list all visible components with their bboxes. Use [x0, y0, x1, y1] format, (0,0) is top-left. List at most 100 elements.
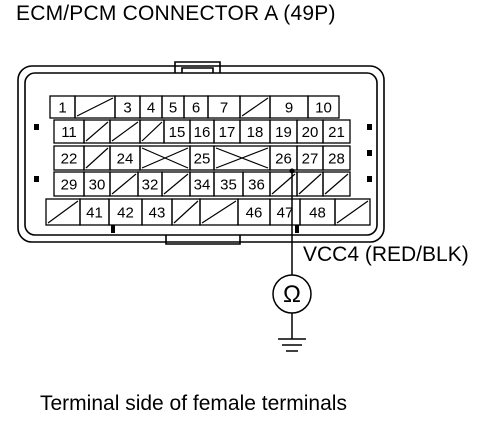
connector-housing — [17, 61, 385, 245]
terminal-46: 46 — [237, 198, 271, 226]
blank-cavity-slash — [241, 97, 269, 117]
terminal-number: 24 — [117, 151, 134, 168]
blank-cavity-slash — [201, 200, 237, 224]
top-latch — [174, 61, 221, 73]
terminal-16: 16 — [189, 119, 215, 144]
blank-cavity-slash — [173, 200, 199, 224]
terminal-number: 46 — [246, 205, 263, 222]
terminal-36: 36 — [242, 171, 271, 197]
terminal-blank — [296, 171, 324, 197]
terminal-blank — [239, 95, 271, 119]
probe-wire — [272, 171, 312, 352]
terminal-blank — [74, 95, 116, 119]
terminal-cavity-x — [139, 145, 191, 171]
terminal-48: 48 — [299, 198, 336, 226]
terminal-cell — [307, 95, 340, 119]
bottom-key — [165, 235, 241, 245]
terminal-32: 32 — [137, 171, 163, 197]
top-latch-inner — [181, 67, 214, 73]
terminal-3: 3 — [114, 95, 141, 119]
terminal-blank — [269, 171, 298, 197]
terminal-10: 10 — [307, 95, 340, 119]
terminal-34: 34 — [189, 171, 215, 197]
wire-label: VCC4 (RED/BLK) — [303, 243, 469, 266]
terminal-number: 30 — [89, 177, 106, 194]
blank-cavity-slash — [163, 173, 189, 195]
terminal-number: 1 — [58, 100, 66, 117]
terminal-cell — [334, 198, 371, 226]
blank-cavity-slash — [324, 173, 349, 195]
terminal-number: 21 — [328, 124, 345, 141]
terminal-number: 41 — [86, 205, 103, 222]
terminal-number: 35 — [220, 177, 237, 194]
diagram-title: ECM/PCM CONNECTOR A (49P) — [16, 2, 336, 25]
terminal-number: 22 — [61, 151, 78, 168]
terminal-number: 6 — [192, 100, 200, 117]
terminal-number: 15 — [169, 124, 186, 141]
blank-cavity-slash — [111, 121, 139, 142]
terminal-27: 27 — [296, 145, 324, 171]
wire-junction — [289, 168, 295, 174]
blank-cavity-slash — [271, 173, 296, 195]
terminal-cell — [322, 171, 351, 197]
terminal-number: 48 — [309, 205, 326, 222]
terminal-blank — [171, 198, 201, 226]
terminal-number: 28 — [328, 151, 345, 168]
terminal-22: 22 — [53, 145, 85, 171]
housing-outer — [17, 65, 385, 243]
terminal-29: 29 — [53, 171, 85, 197]
terminal-number: 18 — [247, 124, 264, 141]
terminal-number: 43 — [149, 205, 166, 222]
diagram-caption: Terminal side of female terminals — [40, 392, 347, 415]
terminal-blank — [109, 171, 139, 197]
terminal-number: 29 — [61, 177, 78, 194]
cavity-cross-line — [141, 147, 189, 169]
terminal-blank — [45, 198, 81, 226]
blank-cavity-slash — [76, 97, 114, 117]
terminal-number: 26 — [275, 151, 292, 168]
terminal-43: 43 — [141, 198, 173, 226]
terminal-28: 28 — [322, 145, 351, 171]
terminal-6: 6 — [183, 95, 209, 119]
terminal-number: 5 — [169, 100, 177, 117]
blank-cavity-slash — [47, 200, 79, 224]
terminal-17: 17 — [213, 119, 241, 144]
terminal-cavity-x — [213, 145, 271, 171]
terminal-number: 34 — [194, 177, 211, 194]
terminal-47: 47 — [269, 198, 301, 226]
terminal-blank — [139, 119, 165, 144]
terminal-number: 10 — [315, 100, 332, 117]
terminal-number: 19 — [275, 124, 292, 141]
terminal-15: 15 — [163, 119, 191, 144]
terminal-20: 20 — [296, 119, 324, 144]
blank-cavity-slash — [111, 173, 137, 195]
terminal-19: 19 — [269, 119, 298, 144]
terminal-number: 42 — [117, 205, 134, 222]
terminal-1: 1 — [49, 95, 76, 119]
terminal-number: 32 — [142, 177, 159, 194]
terminal-number: 11 — [61, 124, 77, 141]
terminal-42: 42 — [108, 198, 143, 226]
blank-cavity-slash — [336, 200, 369, 224]
terminal-11: 11 — [53, 119, 85, 144]
terminal-blank — [322, 171, 351, 197]
terminal-number: 27 — [302, 151, 319, 168]
terminal-number: 4 — [147, 100, 155, 117]
cavity-cross-line — [215, 147, 269, 169]
terminal-cell — [322, 119, 351, 144]
terminal-blank — [109, 119, 141, 144]
terminal-4: 4 — [139, 95, 163, 119]
side-tabs — [34, 124, 372, 233]
terminal-number: 25 — [194, 151, 211, 168]
terminal-24: 24 — [109, 145, 141, 171]
blank-cavity-slash — [85, 121, 109, 142]
terminal-21: 21 — [322, 119, 351, 144]
terminal-blank — [199, 198, 239, 226]
terminal-number: 7 — [220, 100, 228, 117]
terminal-blank — [83, 145, 111, 171]
terminal-30: 30 — [83, 171, 111, 197]
terminal-26: 26 — [269, 145, 298, 171]
terminal-number: 47 — [277, 205, 294, 222]
